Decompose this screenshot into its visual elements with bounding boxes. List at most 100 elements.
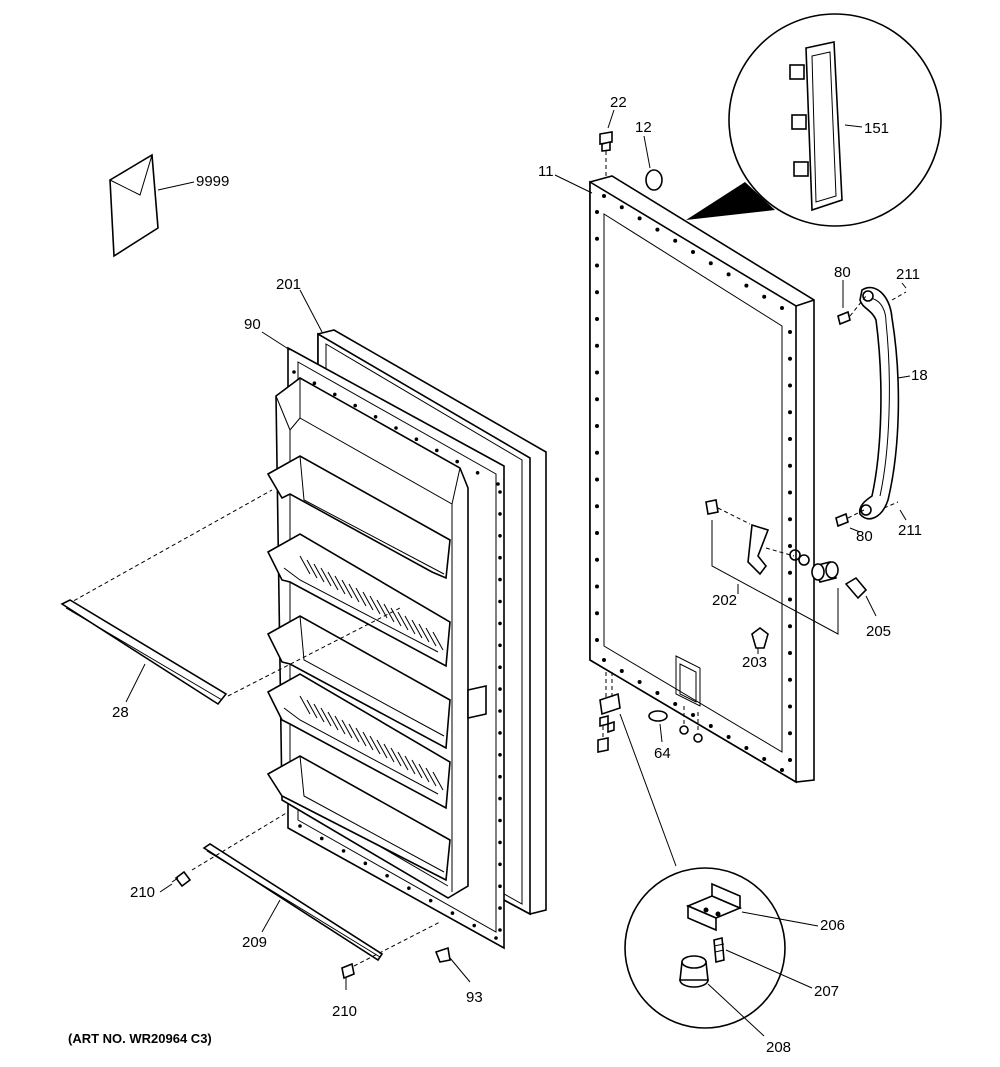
screw-hole bbox=[498, 621, 502, 626]
grill-bar bbox=[355, 727, 367, 747]
grill-bar bbox=[320, 567, 332, 587]
callout-202: 202 bbox=[712, 592, 737, 609]
screw-hole bbox=[595, 343, 599, 348]
grill-bar bbox=[404, 615, 416, 635]
grill-bar bbox=[397, 751, 409, 771]
bottom-trim-part bbox=[159, 811, 471, 990]
screw-hole bbox=[673, 238, 678, 243]
screw-hole bbox=[341, 849, 346, 853]
screw-hole bbox=[602, 658, 606, 662]
grill-bar bbox=[313, 703, 325, 723]
screw-hole bbox=[788, 463, 792, 468]
grill-bar bbox=[299, 555, 311, 575]
screw-hole bbox=[498, 534, 502, 538]
callout-80-upper: 80 bbox=[834, 264, 851, 281]
screw-hole bbox=[498, 753, 502, 757]
grill-bar bbox=[299, 695, 311, 715]
top-screw-22 bbox=[599, 109, 615, 178]
art-number: (ART NO. WR20964 C3) bbox=[68, 1031, 212, 1046]
handle-part bbox=[835, 280, 911, 533]
screw-hole bbox=[475, 471, 480, 475]
callout-205: 205 bbox=[866, 623, 891, 640]
grill-bar bbox=[348, 583, 360, 603]
grill-bar bbox=[327, 571, 339, 591]
screw-hole bbox=[595, 504, 599, 509]
grill-bar bbox=[404, 755, 416, 775]
screw-hole bbox=[788, 330, 792, 334]
screw-hole bbox=[744, 746, 749, 750]
callout-22: 22 bbox=[610, 94, 627, 111]
screw-hole bbox=[595, 638, 599, 642]
screw-hole bbox=[726, 272, 731, 277]
callout-93: 93 bbox=[466, 989, 483, 1006]
screw-hole bbox=[414, 437, 419, 442]
callout-151: 151 bbox=[864, 120, 889, 137]
grill-bar bbox=[383, 743, 395, 763]
callout-209: 209 bbox=[242, 934, 267, 951]
shelf-front-part bbox=[60, 599, 228, 706]
screw-hole bbox=[385, 873, 389, 878]
screw-hole bbox=[788, 490, 792, 495]
callout-203: 203 bbox=[742, 654, 767, 671]
grill-bar bbox=[327, 711, 339, 731]
screw-hole bbox=[319, 836, 324, 841]
callout-201: 201 bbox=[276, 276, 301, 293]
screw-hole bbox=[708, 261, 713, 266]
grill-bar bbox=[425, 767, 437, 787]
screw-hole bbox=[472, 923, 477, 928]
callout-12: 12 bbox=[635, 119, 652, 136]
screw-hole bbox=[788, 570, 792, 575]
grill-bar bbox=[411, 619, 423, 639]
callout-211-lower: 211 bbox=[898, 522, 922, 539]
screw-hole bbox=[595, 397, 599, 402]
grill-bar bbox=[348, 723, 360, 743]
screw-hole bbox=[619, 205, 624, 210]
screw-hole bbox=[292, 370, 296, 374]
callout-207: 207 bbox=[814, 983, 839, 1000]
screw-hole bbox=[498, 599, 502, 604]
grill-bar bbox=[362, 731, 374, 751]
callout-208: 208 bbox=[766, 1039, 791, 1056]
outer-door-part bbox=[589, 175, 815, 784]
screw-hole bbox=[637, 216, 642, 221]
screw-hole bbox=[595, 290, 599, 295]
screw-hole bbox=[595, 531, 599, 535]
grill-bar bbox=[306, 559, 318, 579]
screw-hole bbox=[619, 669, 624, 673]
screw-hole bbox=[498, 862, 502, 867]
screw-hole bbox=[595, 450, 599, 455]
screw-hole bbox=[353, 403, 358, 408]
screw-hole bbox=[595, 557, 599, 562]
screw-hole bbox=[691, 250, 695, 254]
door-liner-part bbox=[261, 331, 505, 950]
grill-bar bbox=[369, 735, 381, 755]
callout-210-left: 210 bbox=[130, 884, 155, 901]
grill-bar bbox=[369, 595, 381, 615]
screw-hole bbox=[780, 306, 784, 310]
screw-hole bbox=[595, 611, 599, 616]
callout-18: 18 bbox=[911, 367, 928, 384]
screw-hole bbox=[373, 415, 378, 419]
callout-9999: 9999 bbox=[196, 173, 229, 190]
lock-assembly-part bbox=[705, 499, 877, 654]
callout-28: 28 bbox=[112, 704, 129, 721]
screw-hole bbox=[788, 651, 792, 655]
screw-hole bbox=[498, 490, 502, 494]
callout-90: 90 bbox=[244, 316, 261, 333]
screw-hole bbox=[673, 702, 678, 706]
screw-hole bbox=[498, 687, 502, 691]
hinge-detail bbox=[624, 867, 819, 1037]
screw-hole bbox=[726, 735, 731, 739]
screw-hole bbox=[788, 597, 792, 602]
screw-hole bbox=[595, 263, 599, 268]
grill-bar bbox=[411, 759, 423, 779]
screw-hole bbox=[498, 709, 502, 713]
grill-bar bbox=[306, 699, 318, 719]
screw-hole bbox=[602, 194, 606, 198]
grill-bar bbox=[334, 575, 346, 595]
screw-hole bbox=[595, 317, 599, 321]
grill-bar bbox=[425, 627, 437, 647]
screw-hole bbox=[363, 861, 368, 866]
screw-hole bbox=[788, 544, 792, 548]
